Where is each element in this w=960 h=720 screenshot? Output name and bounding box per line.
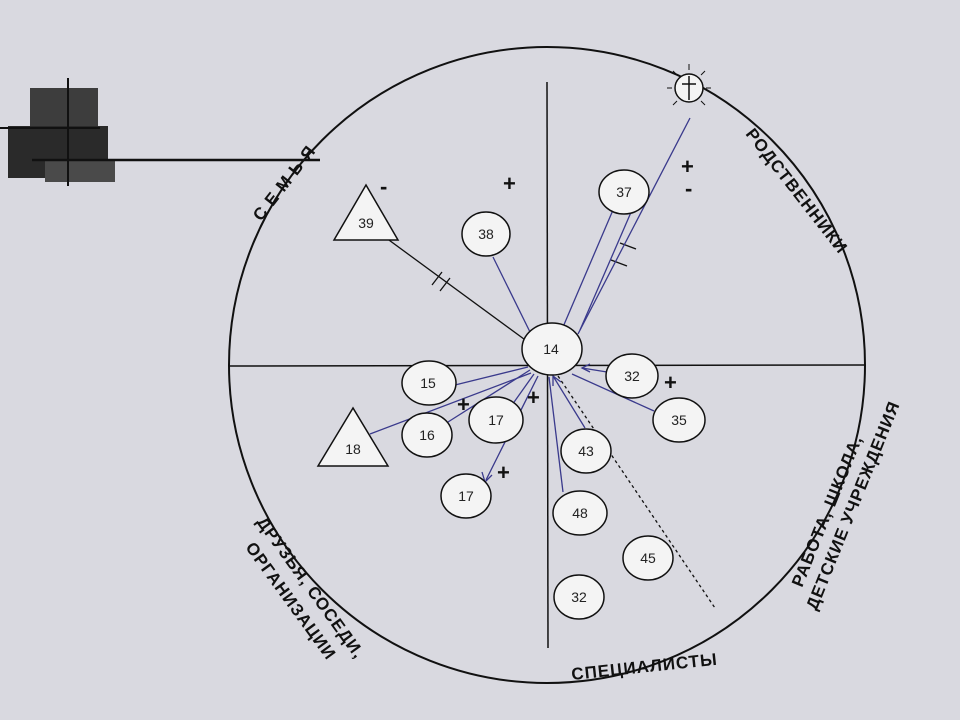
sector-label-relatives: РОДСТВЕННИКИ [742, 125, 851, 258]
sector-label-specialists: СПЕЦИАЛИСТЫ [570, 650, 718, 684]
sign-minus-relatives: - [685, 176, 692, 201]
link-39 [377, 231, 529, 343]
node-center-label: 14 [543, 341, 559, 357]
link-dashed [557, 375, 716, 609]
link-48 [548, 376, 564, 493]
node-center: 14 [521, 322, 583, 376]
conflict-mark [619, 242, 637, 250]
link-35 [571, 373, 655, 412]
link-38 [492, 256, 531, 333]
sign-plus-32: + [664, 370, 677, 395]
node-17b: 17 [440, 473, 492, 519]
node-16-label: 16 [419, 427, 435, 443]
node-32b-label: 32 [571, 589, 587, 605]
node-32a-label: 32 [624, 368, 640, 384]
deceased-icon [667, 64, 711, 106]
link-37-a [562, 209, 614, 328]
node-38-label: 38 [478, 226, 494, 242]
decorative-blocks [0, 78, 320, 186]
arrow-32a [580, 363, 591, 373]
node-17a-label: 17 [488, 412, 504, 428]
link-deceased [577, 117, 691, 335]
sector-label-family: С Е М Ь Я [249, 142, 319, 225]
node-43: 43 [560, 428, 612, 474]
conflict-mark [610, 259, 628, 267]
node-17a: 17 [468, 396, 524, 444]
conflict-mark [439, 277, 451, 292]
node-18-label: 18 [345, 441, 361, 457]
link-18 [369, 372, 532, 435]
node-32b: 32 [553, 574, 605, 620]
node-43-label: 43 [578, 443, 594, 459]
node-35: 35 [652, 397, 706, 443]
node-17b-label: 17 [458, 488, 474, 504]
conflict-mark [431, 271, 443, 286]
sign-plus-family: + [503, 171, 516, 196]
sector-label-work-line2: ДЕТСКИЕ УЧРЕЖДЕНИЯ [802, 398, 903, 612]
node-37-label: 37 [616, 184, 632, 200]
node-15-label: 15 [420, 375, 436, 391]
node-35-label: 35 [671, 412, 687, 428]
node-38: 38 [461, 211, 511, 257]
sign-plus-relatives: + [681, 154, 694, 179]
sign-minus-39: - [380, 174, 387, 199]
sign-plus-17b: + [497, 460, 510, 485]
sign-plus-16: + [457, 392, 470, 417]
connections [369, 117, 716, 609]
node-16: 16 [401, 412, 453, 458]
link-17a [511, 373, 535, 406]
node-45-label: 45 [640, 550, 656, 566]
link-15 [454, 366, 529, 386]
node-45: 45 [622, 535, 674, 581]
node-15: 15 [401, 360, 457, 406]
arrow-43 [552, 374, 562, 386]
sector-label-friends: ДРУЗЬЯ, СОСЕДИ, ОРГАНИЗАЦИИ [242, 513, 369, 663]
sign-plus-17a: + [527, 385, 540, 410]
node-39: 39 [332, 183, 400, 241]
link-37-b [579, 209, 633, 331]
node-39-label: 39 [358, 215, 374, 231]
sector-label-work: РАБОТА, ШКОЛА, ДЕТСКИЕ УЧРЕЖДЕНИЯ [788, 398, 904, 612]
node-37: 37 [598, 169, 650, 215]
node-32a: 32 [605, 353, 659, 399]
link-32a [581, 367, 608, 373]
node-48: 48 [552, 490, 608, 536]
node-18: 18 [316, 406, 390, 467]
link-43 [552, 375, 586, 429]
node-48-label: 48 [572, 505, 588, 521]
